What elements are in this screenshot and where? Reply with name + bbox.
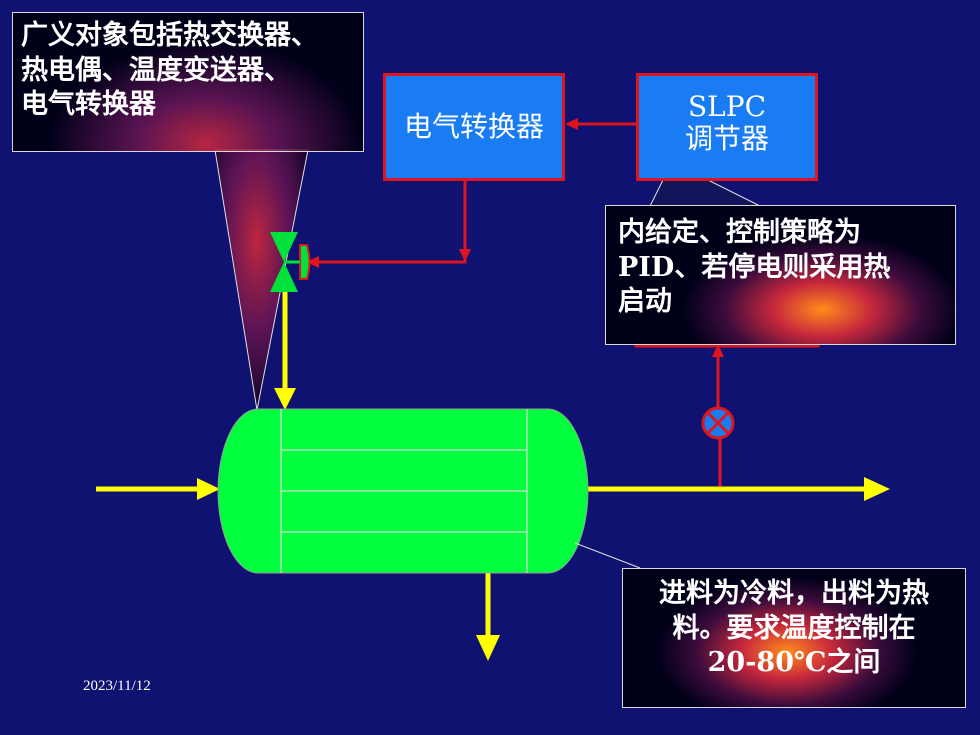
arrowhead-to-valve (306, 256, 319, 268)
transmitter-cross-b (706, 411, 730, 435)
heating-medium-arrowhead (274, 388, 296, 410)
arrowhead-down-converter (459, 249, 471, 262)
callout-generalized-object: 广义对象包括热交换器、 热电偶、温度变送器、 电气转换器 (12, 12, 364, 152)
callout-pointer-process-requirement (574, 542, 641, 569)
callout-controller-strategy: 内给定、控制策略为 PID、若停电则采用热 启动 (605, 205, 956, 345)
callout-controller-strategy-line3: 启动 (618, 286, 672, 318)
callout-process-requirement: 进料为冷料，出料为热 料。要求温度控制在 20-80℃之间 (622, 568, 966, 708)
callout-process-requirement-line2: 料。要求温度控制在 (672, 612, 916, 644)
signal-lines (306, 118, 724, 489)
valve-actuator (299, 244, 311, 280)
heat-exchanger (217, 408, 589, 574)
arrowhead-to-controller (712, 344, 724, 357)
callout-generalized-object-line1: 广义对象包括热交换器、 (21, 20, 318, 51)
callout-process-requirement-line3: 20-80℃之间 (707, 647, 881, 679)
control-valve (270, 232, 311, 292)
controller-label-line2: 调节器 (684, 122, 769, 155)
callout-controller-strategy-line2: PID、若停电则采用热 (618, 251, 891, 283)
product-outlet-arrowhead (864, 477, 890, 501)
temperature-transmitter (701, 406, 735, 440)
callout-generalized-object-line2: 热电偶、温度变送器、 (21, 54, 291, 86)
slpc-controller-block: SLPC 调节器 (636, 73, 818, 181)
callout-process-requirement-line1: 进料为冷料，出料为热 (659, 578, 929, 609)
callout-controller-strategy-line1: 内给定、控制策略为 (618, 217, 861, 248)
slide-date: 2023/11/12 (83, 678, 151, 694)
drain-arrowhead (476, 635, 500, 661)
process-streams (96, 292, 890, 661)
valve-lower-triangle (270, 262, 298, 292)
feed-inlet-arrowhead (197, 478, 220, 500)
arrowhead-to-converter (565, 118, 578, 130)
converter-label: 电气转换器 (403, 109, 544, 143)
valve-upper-triangle (270, 232, 298, 262)
callout-generalized-object-line3: 电气转换器 (21, 89, 156, 121)
controller-label-line1: SLPC (687, 89, 767, 123)
electro-pneumatic-converter-block: 电气转换器 (383, 73, 565, 181)
